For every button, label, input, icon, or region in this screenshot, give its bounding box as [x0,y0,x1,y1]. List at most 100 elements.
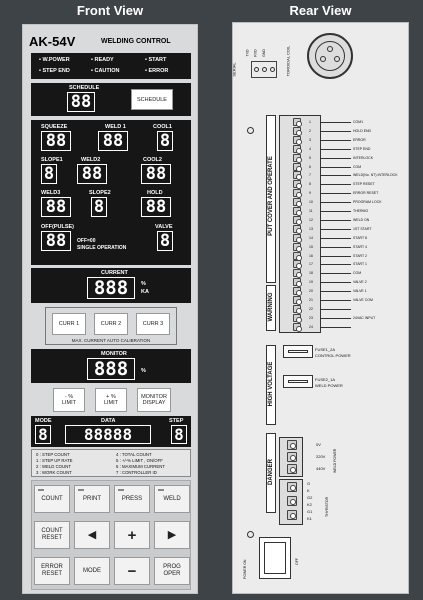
voltage-220v: 220V [316,454,326,459]
pin-txd: TXD [245,49,250,57]
terminal-screw[interactable] [293,171,302,181]
off-pulse-label: OFF(PULSE) [41,224,74,230]
terminal-screw[interactable] [293,313,302,323]
mode-legend: 0 : STEP COUNT 1 : STEP UP RATE 2 : WELD… [31,449,191,477]
weld-power-label: WELD POWER [333,448,337,473]
right-arrow-key[interactable]: ▶ [154,521,190,549]
fuse1[interactable] [283,345,313,358]
off-label: OFF [295,558,299,565]
left-arrow-key[interactable]: ◀ [74,521,110,549]
calibration-group: CURR 1 CURR 2 CURR 3 MAX. CURRENT AUTO C… [45,307,177,345]
terminal-number: 4 [309,146,311,151]
print-key[interactable]: PRINT [74,485,110,513]
terminal-screw[interactable] [293,296,302,305]
thyristor-label: THYRISTOR [325,496,329,517]
mode-item-1: 1 : STEP UP RATE [36,458,73,463]
status-w-power: • W.POWER [39,57,70,63]
thyristor-term-g2[interactable] [287,496,297,506]
put-cover-bar [266,115,276,283]
terminal-screw[interactable] [293,126,302,136]
lower-limit-button[interactable]: - % LIMIT [53,388,85,412]
terminal-screw[interactable] [293,278,302,288]
upper-limit-button[interactable]: + % LIMIT [95,388,127,412]
terminal-screw[interactable] [293,224,302,234]
terminal-signal-label: START 4 [353,244,368,249]
terminal-screw[interactable] [293,233,302,243]
power-term-g: G [307,481,311,486]
terminal-screw[interactable] [293,153,302,163]
terminal-screw[interactable] [293,260,302,270]
toroidal-connector[interactable] [307,33,353,79]
status-ready: • READY [91,57,114,63]
terminal-screw[interactable] [293,118,302,127]
hold-display: 88 [141,197,171,217]
power-term-2[interactable] [287,452,297,462]
terminal-number: 24 [309,324,313,329]
terminal-wire [321,122,351,123]
terminal-screw[interactable] [293,304,302,314]
terminal-screw[interactable] [293,215,302,225]
curr1-button[interactable]: CURR 1 [52,313,86,335]
status-caution: • CAUTION [91,68,120,74]
lower-limit-label: LIMIT [61,400,77,406]
terminal-screw[interactable] [293,180,302,190]
terminal-wire [321,130,351,132]
curr2-button[interactable]: CURR 2 [94,313,128,335]
serial-port[interactable] [251,61,277,78]
hv-label: HIGH VOLTAGE [268,361,274,407]
terminal-screw[interactable] [293,162,302,172]
mode-key[interactable]: MODE [74,557,110,585]
terminal-wire [321,308,351,310]
terminal-number: 8 [309,182,311,187]
model-subtitle: WELDING CONTROL [101,38,171,45]
terminal-signal-label: WELD(No. NT) INTERLOCK [353,173,398,178]
terminal-screw[interactable] [293,144,302,154]
terminal-screw[interactable] [293,287,302,297]
terminal-wire [321,246,351,248]
terminal-screw[interactable] [293,251,302,261]
power-term-3[interactable] [287,464,297,474]
mode-item-3: 3 : WORK COUNT [36,470,72,475]
warning-label: WARNING [268,292,274,322]
squeeze-display: 88 [41,131,71,151]
monitor-display-line1: MONITOR [141,394,167,400]
curr3-button[interactable]: CURR 3 [136,313,170,335]
minus-key[interactable]: − [114,557,150,585]
terminal-number: 11 [309,209,313,213]
terminal-screw[interactable] [293,189,302,199]
press-key[interactable]: PRESS [114,485,150,513]
step-display: 8 [171,425,187,444]
fuse1-name: FUSE1_2A [315,347,336,352]
status-step-end: • STEP END [39,68,70,74]
thyristor-term-g[interactable] [287,482,297,492]
hv-bar [266,345,276,425]
monitor-display: 888 [87,358,135,380]
count-key[interactable]: COUNT [34,485,70,513]
power-term-g2: G2 [307,495,313,500]
fuse2[interactable] [283,375,313,388]
power-term-1[interactable] [287,440,297,450]
terminal-screw[interactable] [293,242,302,252]
terminal-screw[interactable] [293,198,302,208]
cool2-label: COOL2 [143,157,162,163]
mode-data-block: MODE 8 DATA 88888 STEP 8 [31,416,191,447]
thyristor-term-g1[interactable] [287,510,297,520]
terminal-screw[interactable] [293,322,302,332]
terminal-wire [321,139,351,141]
weld1-display: 88 [98,131,128,151]
schedule-button[interactable]: SCHEDULE [131,89,173,110]
terminal-screw[interactable] [293,207,302,216]
data-label: DATA [101,418,116,424]
mode-item-2: 2 : WELD COUNT [36,464,71,469]
terminal-screw[interactable] [293,269,302,279]
terminal-screw[interactable] [293,135,302,145]
monitor-display-button[interactable]: MONITOR DISPLAY [137,388,171,412]
terminal-signal-label: COM [353,164,362,169]
plus-key[interactable]: + [114,521,150,549]
power-switch[interactable] [259,537,291,579]
weld-key[interactable]: WELD [154,485,190,513]
mode-display: 8 [35,425,51,444]
